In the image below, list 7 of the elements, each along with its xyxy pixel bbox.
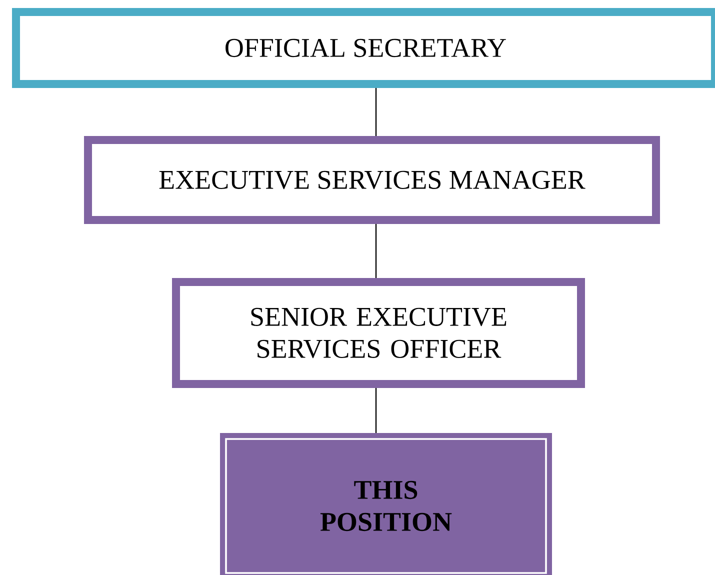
connector-line: [375, 388, 377, 433]
connector-line: [375, 88, 377, 136]
connector-line: [375, 224, 377, 278]
role-box: SENIOR EXECUTIVE SERVICES OFFICER: [172, 278, 585, 388]
title-box: OFFICIAL SECRETARY: [12, 8, 715, 88]
role-box: EXECUTIVE SERVICES MANAGER: [84, 136, 660, 224]
position-box: THIS POSITION: [220, 433, 552, 575]
